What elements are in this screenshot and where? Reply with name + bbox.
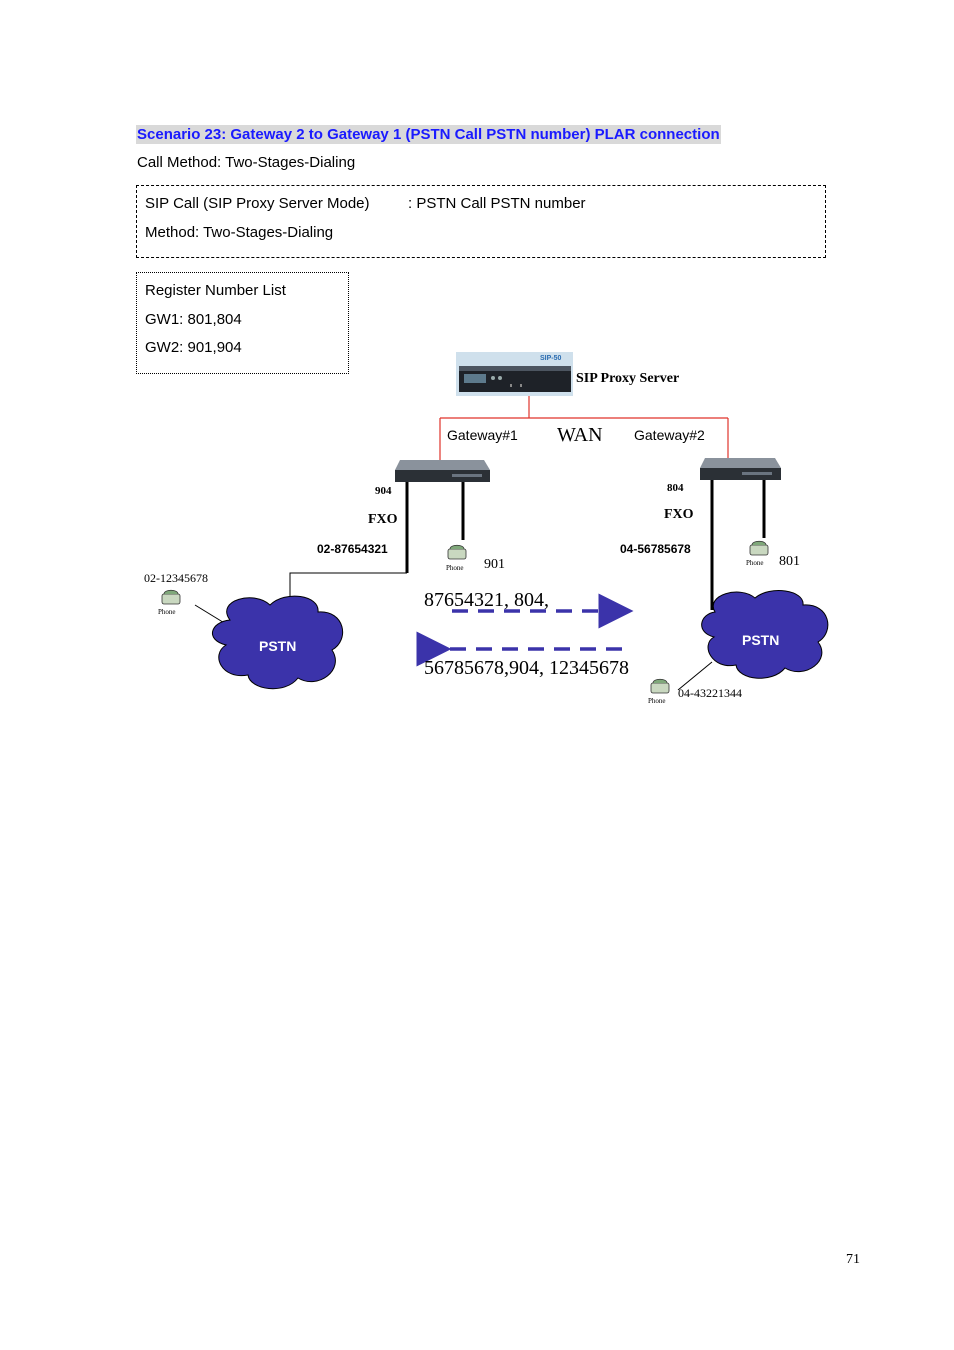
right-phone-number: 04-43221344 [678,686,742,700]
pstn-right-label: PSTN [742,632,780,648]
gw2-fxo-label: FXO [664,507,694,522]
pstn-cloud-left [212,595,343,690]
gw1-phone-number: 901 [484,557,505,572]
scenario-heading: Scenario 23: Gateway 2 to Gateway 1 (PST… [136,125,721,144]
register-number-box [136,272,349,374]
phone-icon-gw1 [447,544,467,560]
connection-lines [194,480,766,691]
call-method-text: Call Method: Two-Stages-Dialing [137,154,356,171]
sip-call-box [136,185,826,258]
network-diagram [161,352,829,694]
gw1-phone-label: Phone [446,564,464,572]
gw1-port-number: 904 [375,485,392,497]
gateway2-label: Gateway#2 [634,427,705,443]
gw2-port-number: 804 [667,482,684,494]
dial-back-text: 56785678,904, 12345678 [424,657,629,679]
sip-proxy-server-icon [456,352,573,396]
sip-call-method-text: Method: Two-Stages-Dialing [145,224,334,241]
gw2-fxo-number: 04-56785678 [620,542,691,556]
gateway2-icon [700,458,781,480]
register-title: Register Number List [145,282,286,299]
pstn-cloud-right [701,590,829,679]
sip-call-type-text: : PSTN Call PSTN number [408,195,586,212]
wan-links [439,396,729,462]
phone-icon-right [650,678,670,694]
gw2-phone-number: 801 [779,554,800,569]
gw1-fxo-number: 02-87654321 [317,542,388,556]
dial-forward-text: 87654321, 804, [424,589,549,611]
phone-icon-left [161,589,181,605]
gw2-phone-label: Phone [746,559,764,567]
register-gw2: GW2: 901,904 [145,339,242,356]
gateway1-icon [395,460,490,482]
sip-proxy-server-label: SIP Proxy Server [576,371,680,386]
right-phone-label: Phone [648,697,666,705]
register-gw1: GW1: 801,804 [145,311,242,328]
gateway1-label: Gateway#1 [447,427,518,443]
left-phone-label: Phone [158,608,176,616]
proxy-model-label: SIP-50 [540,355,562,362]
page-number: 71 [846,1252,860,1267]
pstn-left-label: PSTN [259,638,297,654]
wan-label: WAN [557,424,603,446]
sip-call-mode-text: SIP Call (SIP Proxy Server Mode) [145,195,370,212]
phone-icon-gw2 [749,540,769,556]
left-phone-number: 02-12345678 [144,571,208,585]
gw1-fxo-label: FXO [368,512,398,527]
